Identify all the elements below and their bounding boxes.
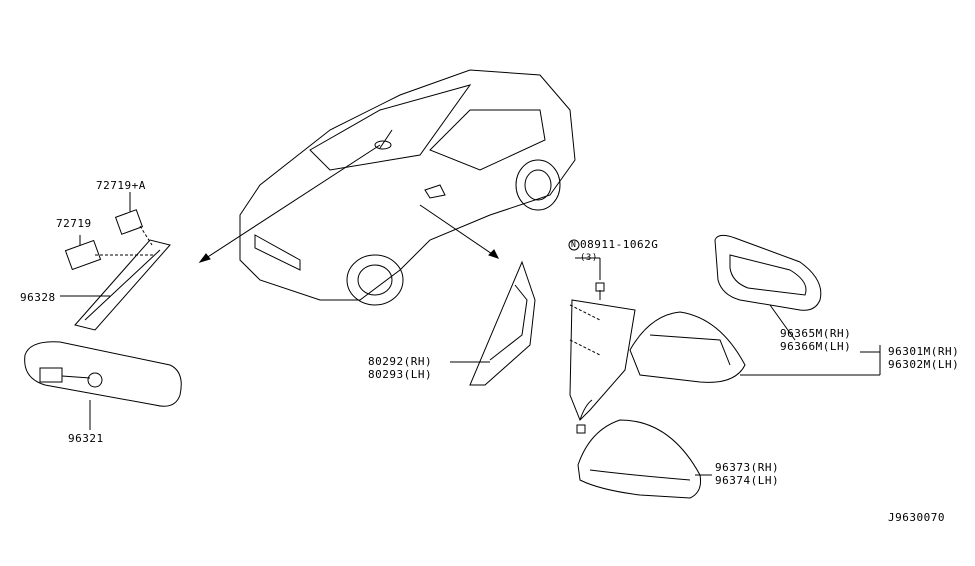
part-label-96302m: 96302M(LH) xyxy=(888,358,960,371)
inside-mirror-drawing xyxy=(24,341,182,430)
part-label-96301m: 96301M(RH) xyxy=(888,345,960,358)
vehicle-drawing xyxy=(239,69,576,306)
part-label-72719: 72719 xyxy=(56,217,92,230)
part-label-80292: 80292(RH) xyxy=(368,355,433,368)
leader-lines xyxy=(60,192,881,476)
part-label-96374: 96374(LH) xyxy=(715,474,780,487)
part-label-96321: 96321 xyxy=(68,432,104,445)
mirror-bracket-drawing xyxy=(64,209,171,331)
part-label-80293: 80293(LH) xyxy=(368,368,433,381)
n-symbol: N xyxy=(571,240,577,249)
part-label-96366m: 96366M(LH) xyxy=(780,340,852,353)
callout-arrows xyxy=(198,129,499,263)
part-label-96328: 96328 xyxy=(20,291,56,304)
door-mirror-drawing xyxy=(569,282,746,434)
part-label-08911: 08911-1062G xyxy=(580,238,659,251)
mirror-finisher-drawing xyxy=(450,260,536,386)
n-symbol-circle xyxy=(568,239,580,251)
diagram-id: J9630070 xyxy=(888,511,945,524)
part-label-96365m: 96365M(RH) xyxy=(780,327,852,340)
part-label-72719a: 72719+A xyxy=(96,179,146,192)
part-label-96373: 96373(RH) xyxy=(715,461,780,474)
part-qty-08911: (3) xyxy=(580,253,598,263)
mirror-cover-drawing xyxy=(577,419,701,499)
mirror-glass-drawing xyxy=(714,234,822,311)
